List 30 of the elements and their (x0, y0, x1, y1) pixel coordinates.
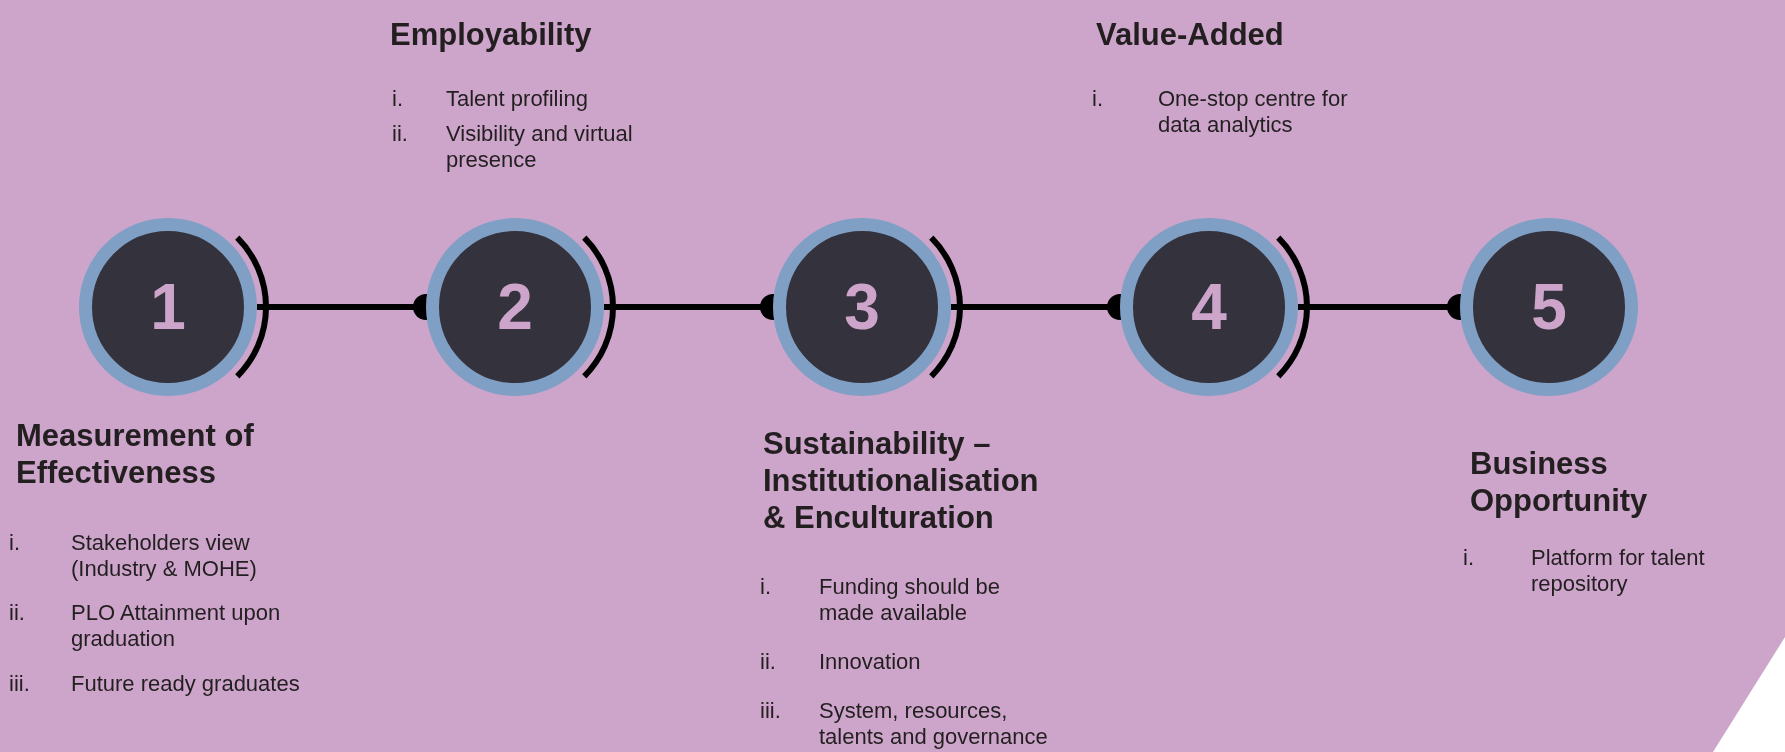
list-numeral: i. (392, 86, 403, 113)
step-heading: Employability (390, 16, 593, 54)
step-number: 4 (1191, 275, 1227, 339)
list-numeral: i. (1463, 545, 1474, 572)
list-numeral: ii. (9, 600, 25, 627)
list-numeral: i. (760, 574, 771, 601)
list-numeral: i. (9, 530, 20, 557)
list-numeral: iii. (9, 671, 30, 698)
list-item: Visibility and virtual presence (446, 121, 634, 174)
step-number: 2 (497, 275, 533, 339)
list-item: Platform for talent repository (1531, 545, 1706, 598)
step-heading: Business Opportunity (1470, 445, 1649, 520)
step-number: 5 (1531, 275, 1567, 339)
step-heading: Value-Added (1096, 16, 1285, 54)
list-item: Stakeholders view (Industry & MOHE) (71, 530, 258, 583)
step-number: 3 (844, 275, 880, 339)
list-item: Talent profiling (446, 86, 589, 113)
list-item: Funding should be made available (819, 574, 1002, 627)
list-numeral: iii. (760, 698, 781, 725)
step-number: 1 (150, 275, 186, 339)
list-numeral: ii. (760, 649, 776, 676)
list-numeral: i. (1092, 86, 1103, 113)
list-item: One-stop centre for data analytics (1158, 86, 1349, 139)
step-heading: Sustainability – Institutionalisation & Enculturation (763, 425, 1040, 537)
list-item: Innovation (819, 649, 922, 676)
list-item: Future ready graduates (71, 671, 301, 698)
list-item: System, resources, talents and governance (819, 698, 1049, 751)
list-item: PLO Attainment upon graduation (71, 600, 282, 653)
step-heading: Measurement of Effectiveness (16, 417, 255, 492)
list-numeral: ii. (392, 121, 408, 148)
